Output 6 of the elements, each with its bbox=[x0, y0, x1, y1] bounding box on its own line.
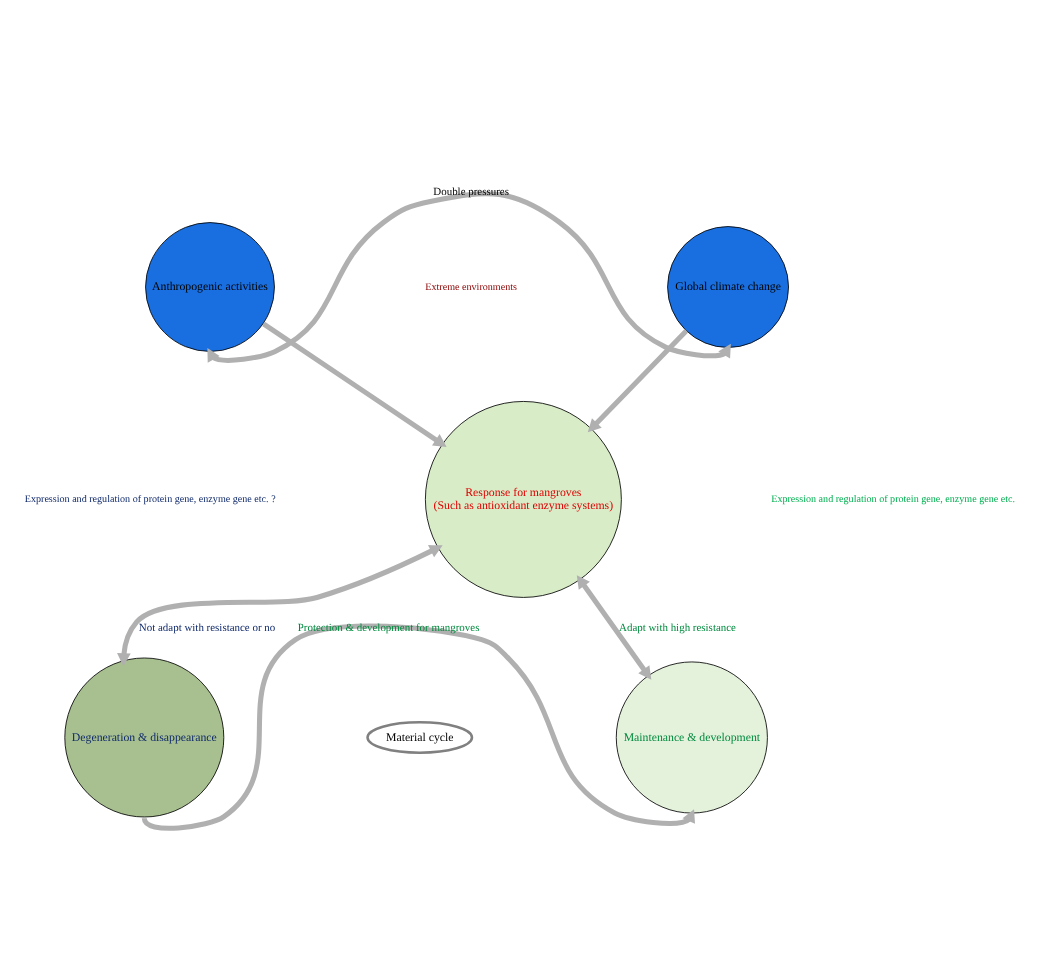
arrow bbox=[117, 545, 443, 667]
arrow bbox=[587, 329, 689, 433]
arrow bbox=[576, 575, 652, 680]
arrow bbox=[262, 321, 447, 447]
arrow bbox=[207, 191, 731, 363]
arrow bbox=[142, 623, 695, 831]
